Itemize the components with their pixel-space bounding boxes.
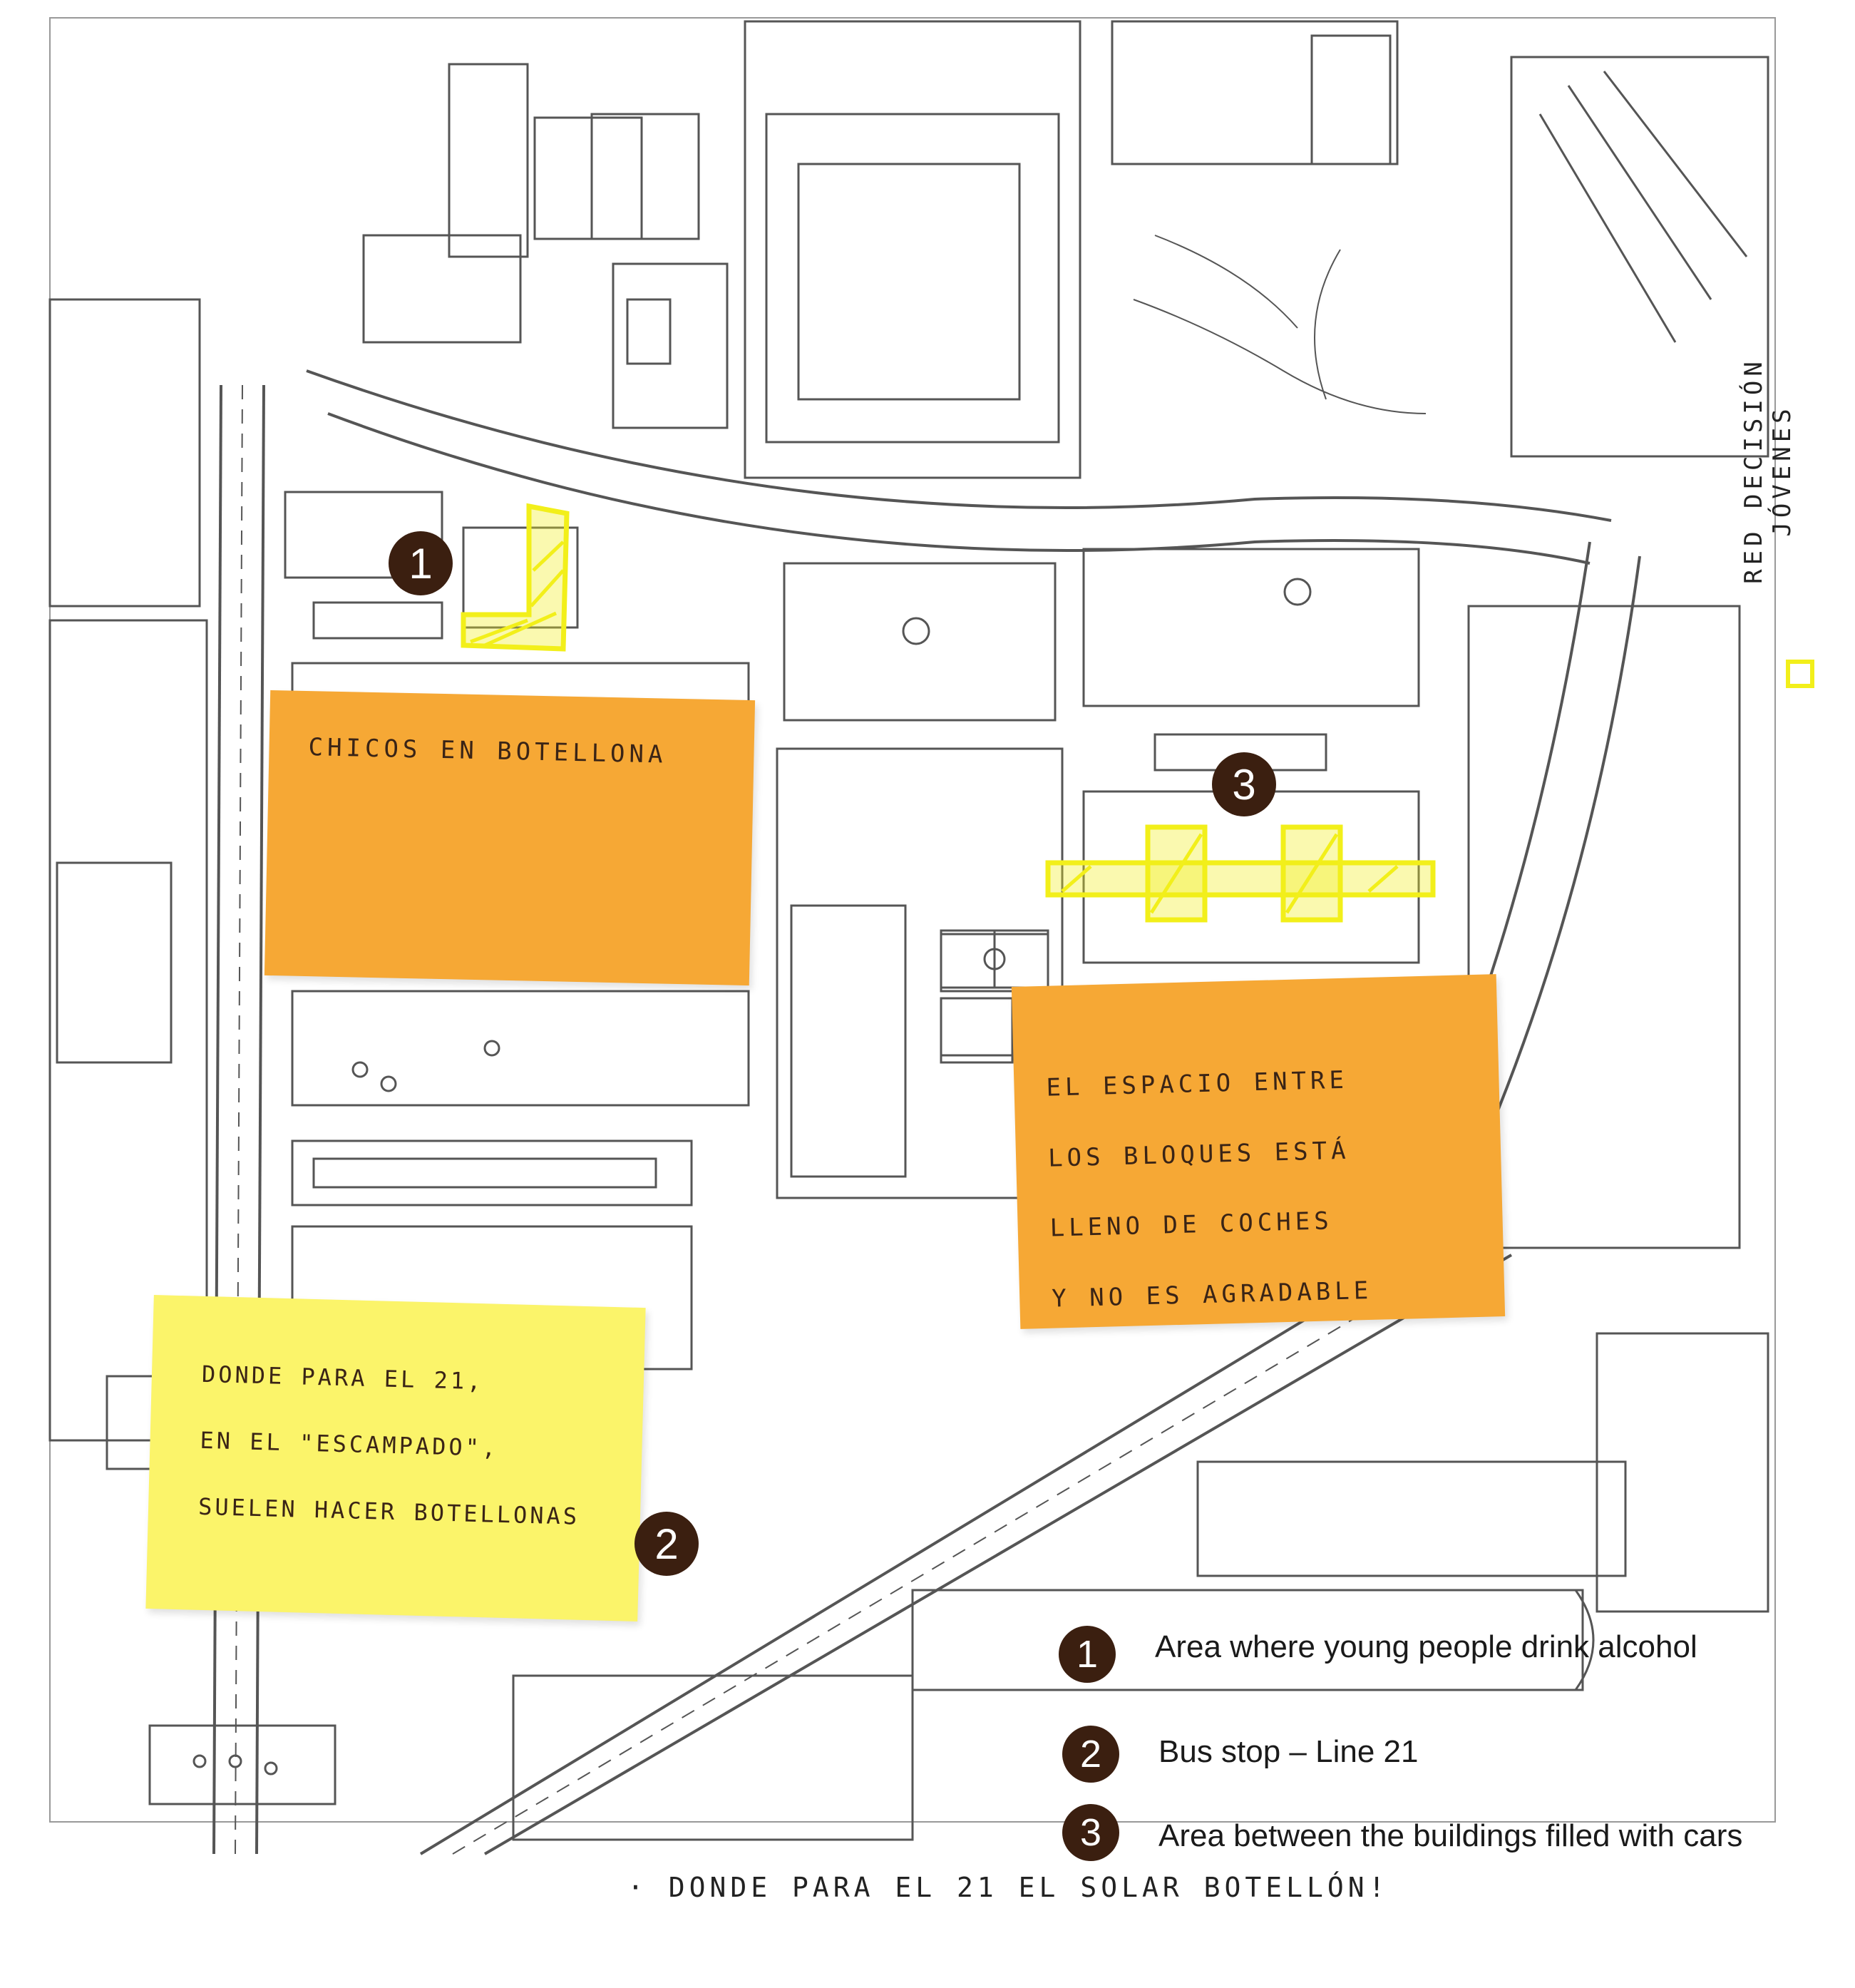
- note-1-text: CHICOS EN BOTELLONA: [308, 733, 667, 769]
- note-2-line-1: EL ESPACIO ENTRE: [1046, 1065, 1349, 1103]
- legend-marker-2: 2: [1062, 1726, 1119, 1783]
- sticky-note-yellow: DONDE PARA EL 21, EN EL "ESCAMPADO", SUE…: [145, 1295, 646, 1621]
- legend-marker-1: 1: [1059, 1626, 1116, 1683]
- sticky-note-orange-1: CHICOS EN BOTELLONA: [264, 690, 756, 986]
- highlight-area-3: [1045, 824, 1436, 923]
- sticky-note-orange-2: EL ESPACIO ENTRE LOS BLOQUES ESTÁ LLENO …: [1011, 974, 1506, 1329]
- legend-marker-3: 3: [1062, 1804, 1119, 1861]
- map-marker-1: 1: [389, 531, 453, 595]
- bottom-note: · DONDE PARA EL 21 EL SOLAR BOTELLÓN!: [627, 1872, 1389, 1903]
- highlight-area-1: [461, 503, 570, 652]
- note-3-line-1: DONDE PARA EL 21,: [201, 1361, 484, 1395]
- note-3-text: DONDE PARA EL 21, EN EL "ESCAMPADO", SUE…: [197, 1325, 584, 1567]
- legend-text-2: Bus stop – Line 21: [1158, 1734, 1419, 1769]
- square-outline-icon: [1786, 660, 1814, 688]
- margin-note: RED DECISIÓN JÓVENES: [1740, 357, 1797, 584]
- note-2-line-2: LOS BLOQUES ESTÁ: [1047, 1136, 1351, 1173]
- map-marker-2: 2: [634, 1512, 699, 1576]
- legend-text-3: Area between the buildings filled with c…: [1158, 1818, 1743, 1853]
- note-2-line-4: Y NO ES AGRADABLE: [1051, 1276, 1373, 1313]
- note-2-line-3: LLENO DE COCHES: [1049, 1206, 1334, 1244]
- note-3-line-2: EN EL "ESCAMPADO",: [200, 1426, 499, 1462]
- map-marker-3: 3: [1212, 752, 1276, 816]
- note-3-line-3: SUELEN HACER BOTELLONAS: [197, 1492, 580, 1530]
- legend-text-1: Area where young people drink alcohol: [1155, 1629, 1697, 1664]
- note-2-text: EL ESPACIO ENTRE LOS BLOQUES ESTÁ LLENO …: [1045, 1028, 1374, 1352]
